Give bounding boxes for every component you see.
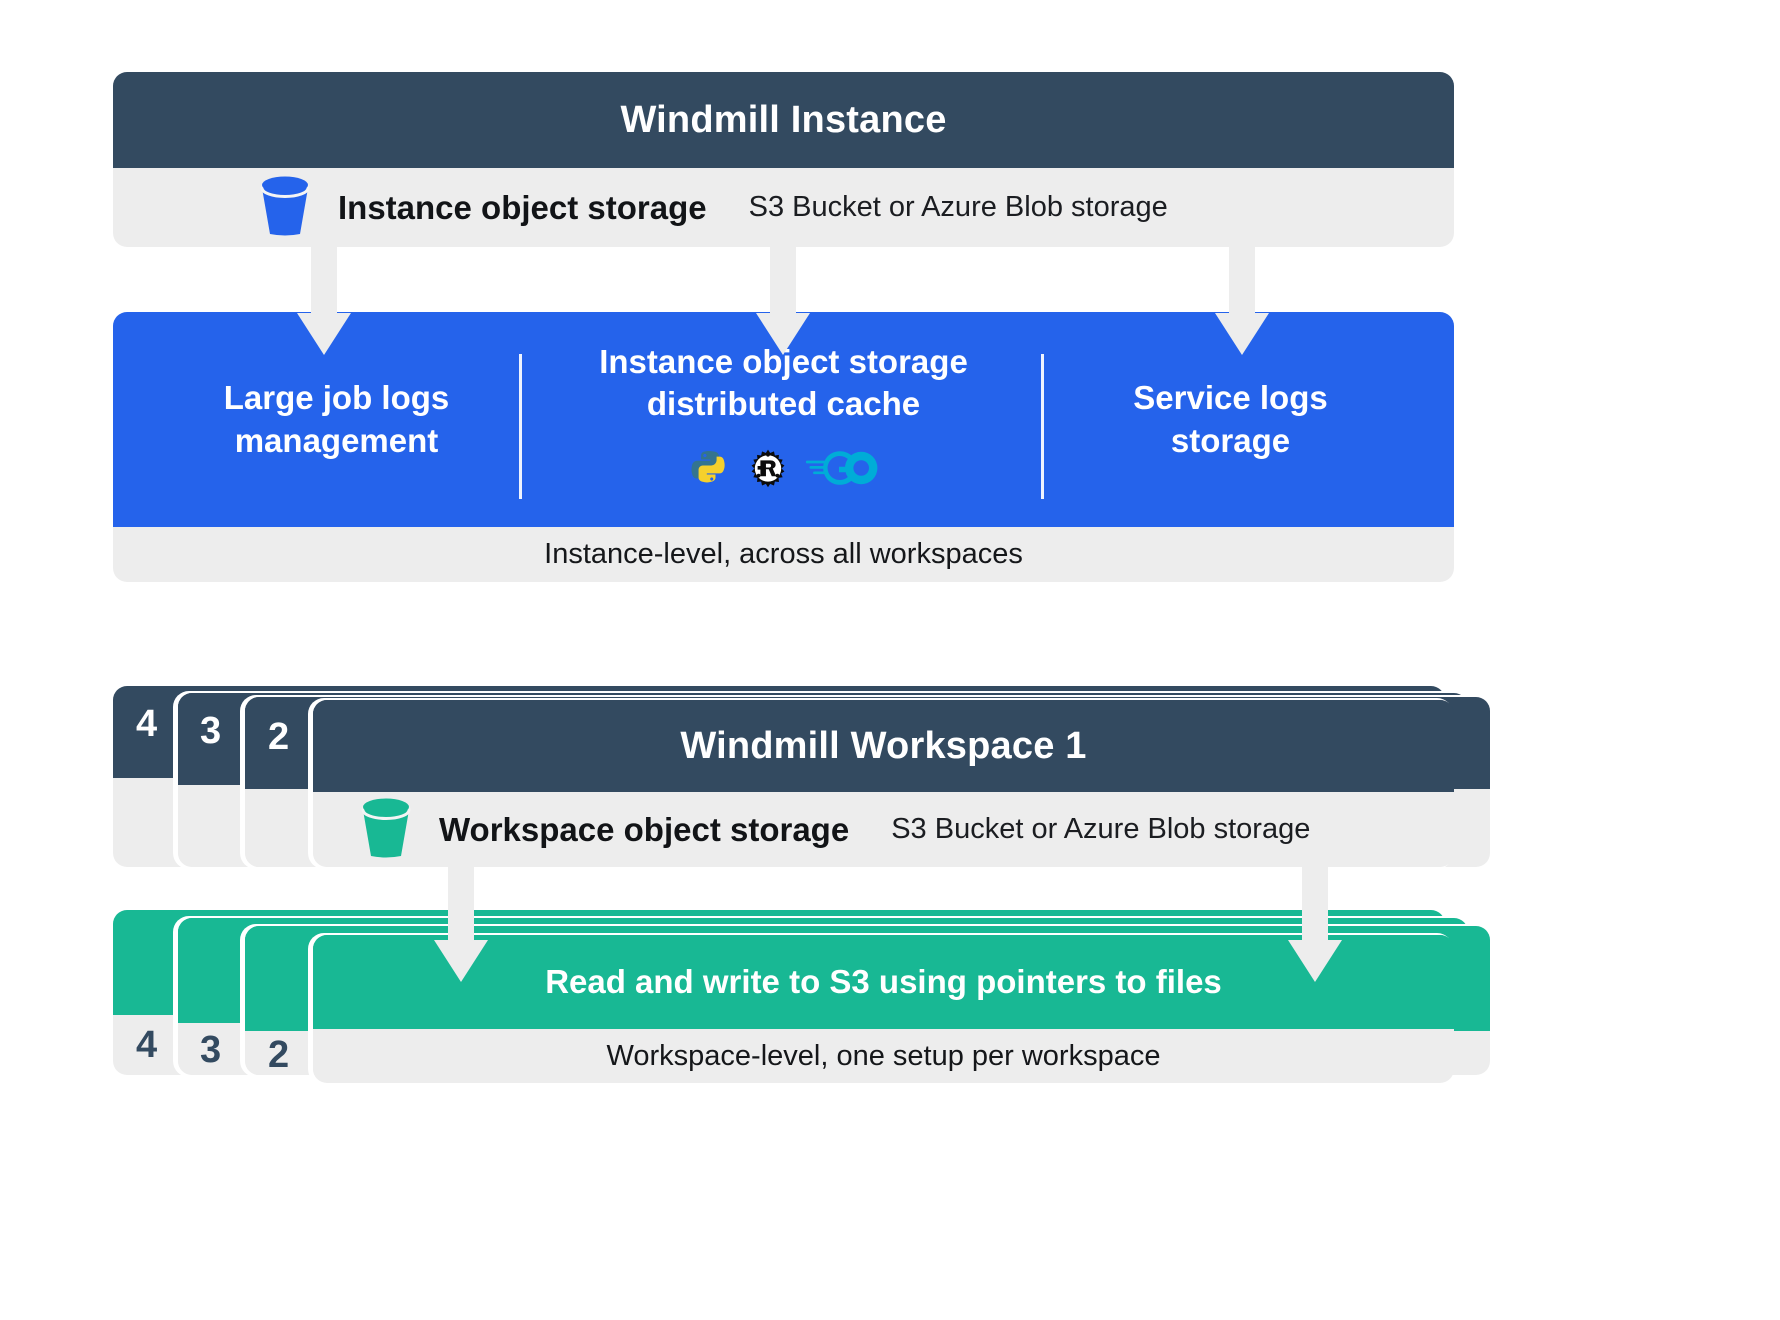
workspace-stack-number-2: 2	[268, 716, 290, 758]
workspace-stack-number-3: 3	[200, 710, 222, 752]
instance-header: Windmill Instance	[113, 72, 1454, 168]
feature-large-job-logs-line1: Large job logs	[223, 379, 450, 417]
arrow-workspace-right	[1287, 867, 1343, 982]
column-divider-1	[519, 354, 522, 499]
instance-storage-label: Instance object storage	[338, 188, 707, 226]
workspace-header: Windmill Workspace 1	[313, 700, 1454, 792]
feature-service-logs-line1: Service logs	[1133, 379, 1328, 417]
go-icon	[805, 450, 878, 495]
workspace-storage-row: Workspace object storage S3 Bucket or Az…	[313, 792, 1454, 867]
readwrite-footer: Workspace-level, one setup per workspace	[313, 1029, 1454, 1083]
readwrite-title: Read and write to S3 using pointers to f…	[313, 935, 1454, 1029]
column-divider-2	[1041, 354, 1044, 499]
windmill-instance-card: Windmill Instance Instance object storag…	[113, 72, 1454, 247]
arrow-workspace-left	[433, 867, 489, 982]
readwrite-stack-number-2: 2	[268, 1034, 290, 1076]
arrow-to-service-logs	[1214, 247, 1270, 355]
bucket-icon	[258, 174, 312, 241]
instance-storage-note: S3 Bucket or Azure Blob storage	[748, 191, 1168, 223]
workspace-storage-note: S3 Bucket or Azure Blob storage	[891, 813, 1311, 845]
feature-service-logs-line2: storage	[1170, 421, 1291, 459]
readwrite-stack-number-4: 4	[136, 1024, 158, 1066]
feature-service-logs: Service logs storage	[1007, 312, 1454, 527]
workspace-storage-label: Workspace object storage	[439, 810, 850, 848]
readwrite-card: Read and write to S3 using pointers to f…	[313, 935, 1454, 1083]
readwrite-stack-number-3: 3	[200, 1029, 222, 1071]
python-icon	[690, 448, 730, 498]
windmill-workspace-card: Windmill Workspace 1 Workspace object st…	[313, 700, 1454, 867]
arrow-to-distributed-cache	[755, 247, 811, 355]
feature-large-job-logs: Large job logs management	[113, 312, 560, 527]
instance-storage-row: Instance object storage S3 Bucket or Azu…	[113, 168, 1454, 247]
feature-large-job-logs-line2: management	[234, 421, 439, 459]
features-footer: Instance-level, across all workspaces	[113, 527, 1454, 582]
bucket-icon	[359, 796, 413, 863]
arrow-to-large-job-logs	[296, 247, 352, 355]
rust-icon	[748, 448, 788, 498]
feature-distributed-cache-line2: distributed cache	[646, 385, 921, 423]
language-icons	[690, 448, 878, 498]
workspace-stack-number-4: 4	[136, 703, 158, 745]
